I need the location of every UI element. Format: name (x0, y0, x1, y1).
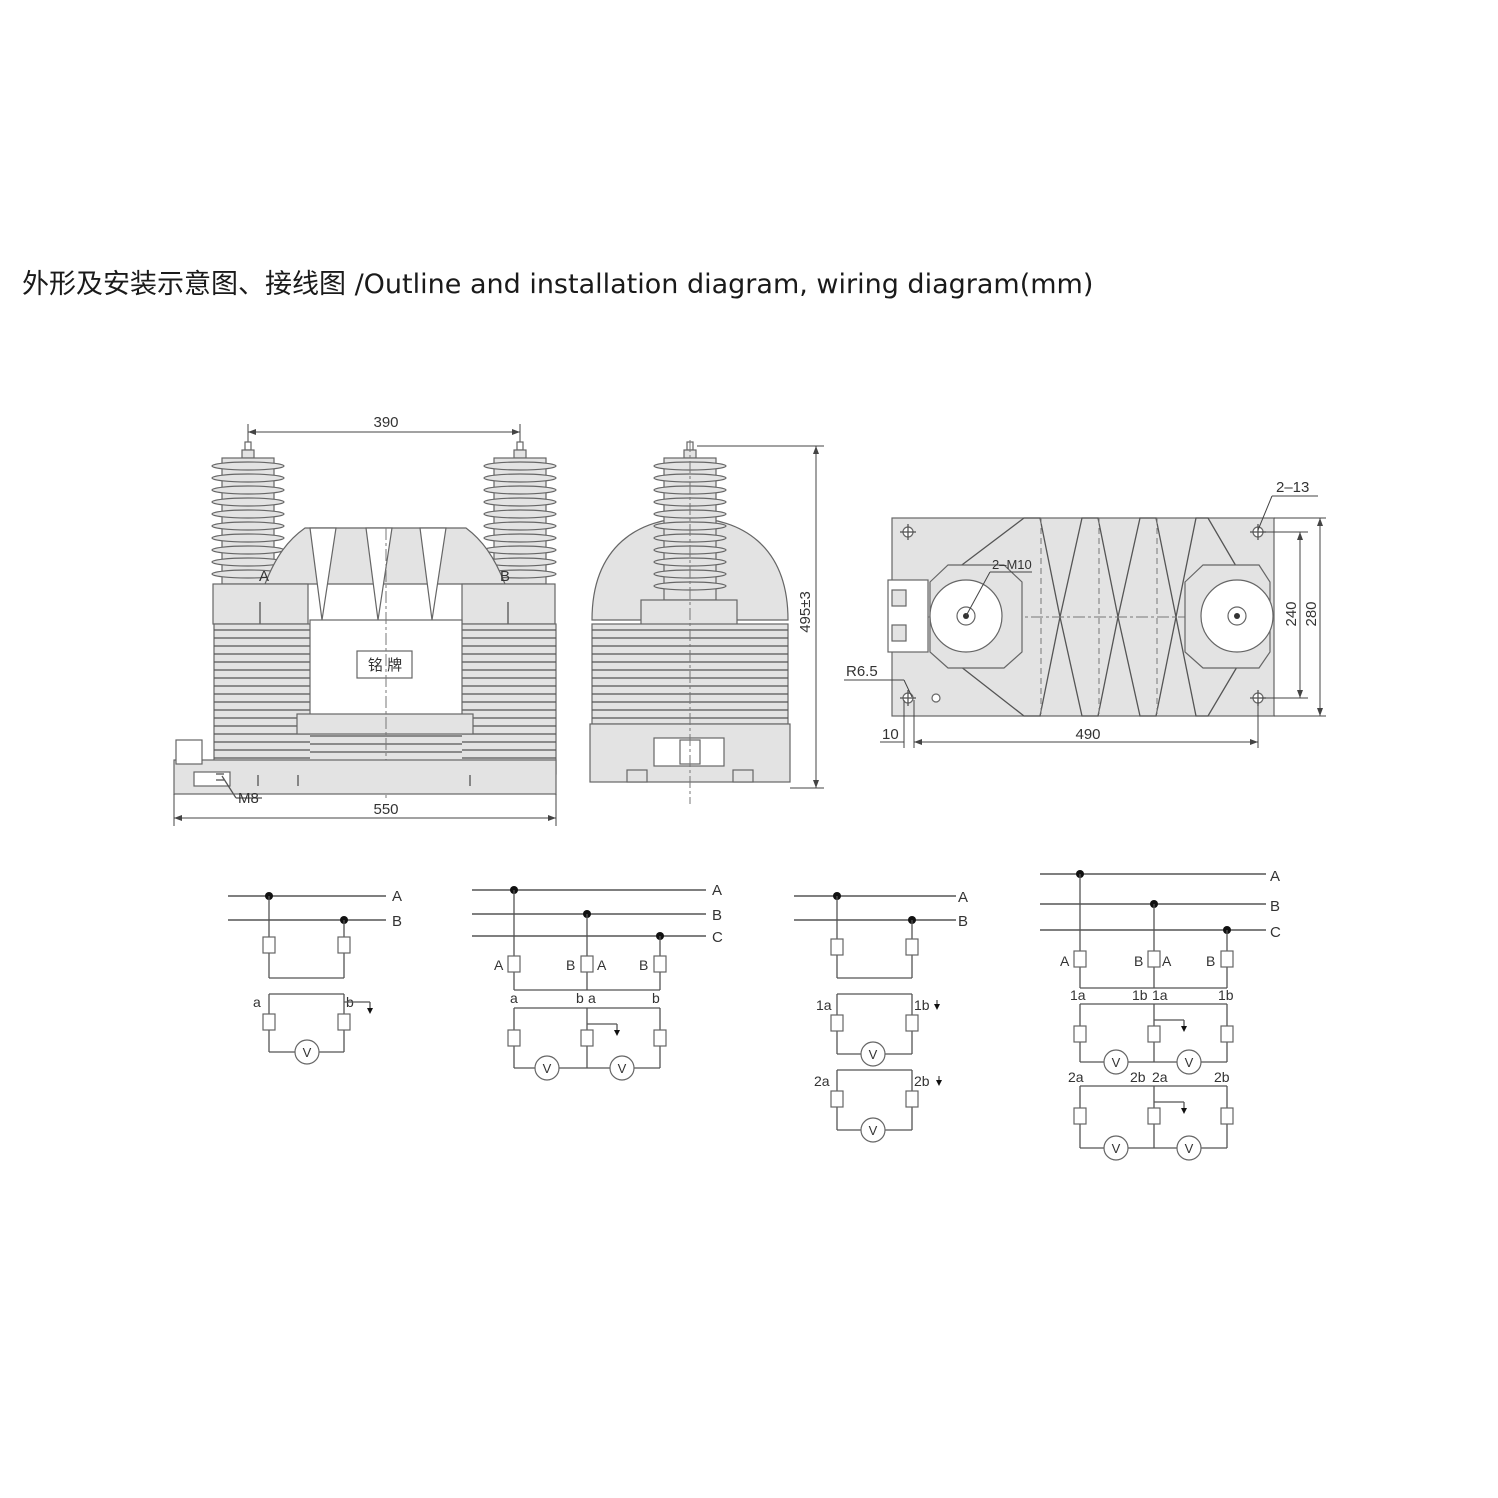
dim-280: 280 (1303, 601, 1320, 626)
sec-2b-label: 2b (914, 1073, 930, 1089)
sec-2b2-label: 2b (1214, 1069, 1230, 1085)
voltmeter-label: V (618, 1061, 627, 1076)
nameplate (356, 650, 413, 679)
dim-2-m10: 2–M10 (992, 557, 1032, 572)
phase-b-label: B (712, 907, 722, 924)
phase-b-label: B (958, 913, 968, 930)
voltmeter-label: V (1112, 1141, 1121, 1156)
phase-b-label: B (392, 913, 402, 930)
dim-240: 240 (1283, 601, 1300, 626)
sec-1a-label: 1a (816, 997, 832, 1013)
sec-a-label: a (510, 990, 518, 1006)
front-view: 390 A B 铭 牌 (173, 414, 557, 826)
nameplate-label: 铭 牌 (368, 657, 402, 674)
primary-a-label: A (494, 957, 504, 973)
sec-2b-label: 2b (1130, 1069, 1146, 1085)
sec-1b-label: 1b (914, 997, 930, 1013)
sec-b-label: b (576, 990, 584, 1006)
sec-2a-label: 2a (814, 1073, 830, 1089)
sec-a2-label: a (588, 990, 596, 1006)
voltmeter-label: V (869, 1047, 878, 1062)
primary-a2-label: A (597, 957, 607, 973)
phase-b-label: B (1270, 898, 1280, 915)
dim-2-13: 2–13 (1276, 479, 1309, 496)
phase-a-label: A (712, 882, 722, 899)
sec-1a2-label: 1a (1152, 987, 1168, 1003)
voltmeter-label: V (1185, 1055, 1194, 1070)
voltmeter-label: V (869, 1123, 878, 1138)
primary-a-label: A (1060, 953, 1070, 969)
bolt-m8-label: M8 (238, 790, 259, 807)
voltmeter-label: V (1112, 1055, 1121, 1070)
terminal-b-label: B (500, 568, 510, 585)
dim-495: 495±3 (797, 591, 814, 633)
dim-390: 390 (373, 414, 398, 431)
phase-c-label: C (1270, 924, 1281, 941)
dim-10: 10 (882, 726, 899, 743)
primary-b-label: B (1134, 953, 1143, 969)
page-title: 外形及安装示意图、接线图 /Outline and installation d… (22, 269, 1094, 300)
primary-b2-label: B (1206, 953, 1215, 969)
voltmeter-label: V (303, 1045, 312, 1060)
sec-a-label: a (253, 994, 261, 1010)
wiring-diagram-1: A B a b V (228, 888, 402, 1065)
voltmeter-label: V (1185, 1141, 1194, 1156)
voltmeter-label: V (543, 1061, 552, 1076)
primary-b-label: B (566, 957, 575, 973)
wiring-diagram-2: A B C A B A B a b a b V V (472, 882, 723, 1081)
dim-550: 550 (373, 801, 398, 818)
dim-490: 490 (1075, 726, 1100, 743)
sec-b2-label: b (652, 990, 660, 1006)
primary-b2-label: B (639, 957, 648, 973)
phase-a-label: A (392, 888, 402, 905)
sec-1a-label: 1a (1070, 987, 1086, 1003)
phase-c-label: C (712, 929, 723, 946)
phase-a-label: A (958, 889, 968, 906)
phase-a-label: A (1270, 868, 1280, 885)
terminal-a-label: A (259, 568, 269, 585)
dim-r6-5: R6.5 (846, 663, 878, 680)
sec-2a2-label: 2a (1152, 1069, 1168, 1085)
wiring-diagram-3: A B 1a 1b V 2a 2b V (794, 889, 968, 1143)
wiring-diagram-4: A B C A B A B 1a 1b 1a 1b V V (1040, 868, 1281, 1161)
primary-a2-label: A (1162, 953, 1172, 969)
sec-1b2-label: 1b (1218, 987, 1234, 1003)
sec-2a-label: 2a (1068, 1069, 1084, 1085)
top-view: 2–M10 2–13 R6.5 10 490 240 280 (844, 479, 1326, 748)
side-view: 495±3 (589, 440, 824, 804)
sec-1b-label: 1b (1132, 987, 1148, 1003)
